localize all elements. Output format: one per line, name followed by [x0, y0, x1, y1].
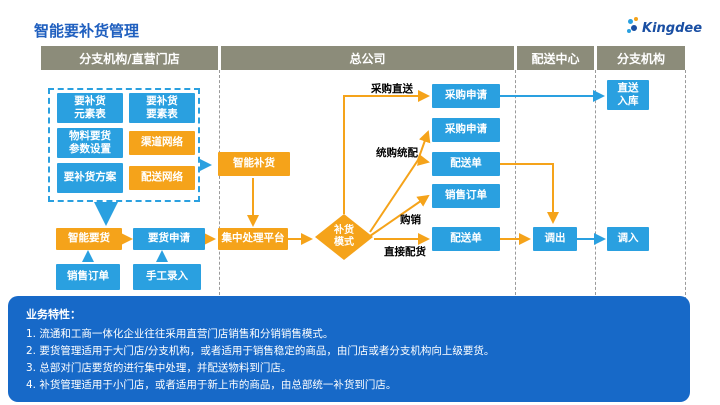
node-peisong-wangluo[interactable]: 配送网络 [129, 166, 195, 190]
kingdee-logo: Kingdee [626, 17, 710, 45]
node-zhisong-ruku[interactable]: 直送 入库 [607, 80, 649, 110]
node-yaobuhuo-yaosu[interactable]: 要补货 要素表 [129, 93, 195, 123]
page-title: 智能要补货管理 [34, 22, 140, 40]
buhuo-moshi-label: 补货 模式 [334, 225, 354, 248]
node-jizhong-pingtai[interactable]: 集中处理平台 [218, 228, 288, 250]
node-xiaoshou-dingdan-right[interactable]: 销售订单 [432, 184, 500, 208]
column-header-branch: 分支机构/直营门店 [41, 46, 218, 70]
node-yaohuo-shenqing[interactable]: 要货申请 [133, 228, 205, 250]
diamond-shape [315, 214, 373, 260]
node-peisong-dan-1[interactable]: 配送单 [432, 152, 500, 176]
logo-text: Kingdee [642, 21, 703, 36]
node-buhuo-moshi[interactable]: 补货 模式 [315, 214, 373, 260]
edge-label-goxiao: 购销 [400, 214, 421, 226]
node-zhineng-buhuo[interactable]: 智能补货 [218, 152, 290, 176]
config-group [48, 88, 200, 202]
column-header-hq: 总公司 [221, 46, 514, 70]
node-yaobuhuo-yuansu[interactable]: 要补货 元素表 [57, 93, 123, 123]
node-wuliao-canshu[interactable]: 物料要货 参数设置 [57, 128, 123, 158]
node-shougong-luru[interactable]: 手工录入 [133, 264, 201, 290]
note-item: 4. 补货管理适用于小门店，或者适用于新上市的商品，由总部统一补货到门店。 [26, 379, 397, 391]
edge-label-zhijie-peihuo: 直接配货 [384, 246, 426, 258]
node-yaobuhuo-fangan[interactable]: 要补货方案 [57, 163, 123, 193]
node-caigou-shenqing-2[interactable]: 采购申请 [432, 118, 500, 142]
node-peisong-dan-2[interactable]: 配送单 [432, 227, 500, 251]
node-zhineng-yaohuo[interactable]: 智能要货 [56, 228, 122, 250]
column-divider [685, 70, 686, 300]
node-diaoru[interactable]: 调入 [607, 227, 649, 251]
column-divider [515, 70, 516, 300]
business-notes-panel: 业务特性： 1. 流通和工商一体化企业往往采用直营门店销售和分销销售模式。 2.… [8, 296, 690, 402]
node-qudao-wangluo[interactable]: 渠道网络 [129, 131, 195, 155]
node-diaochu[interactable]: 调出 [533, 227, 577, 251]
edge-label-tonggou-fenpei: 统购统配 [376, 147, 418, 159]
note-item: 3. 总部对门店要货的进行集中处理，并配送物料到门店。 [26, 362, 292, 374]
node-xiaoshou-dingdan-left[interactable]: 销售订单 [56, 264, 120, 290]
node-caigou-shenqing-1[interactable]: 采购申请 [432, 84, 500, 108]
column-divider [219, 70, 220, 300]
notes-title: 业务特性： [26, 308, 81, 321]
note-item: 1. 流通和工商一体化企业往往采用直营门店销售和分销销售模式。 [26, 328, 334, 340]
note-item: 2. 要货管理适用于大门店/分支机构，或者适用于销售稳定的商品，由门店或者分支机… [26, 345, 495, 357]
column-divider [595, 70, 596, 300]
column-header-branch2: 分支机构 [597, 46, 685, 70]
edge-label-caigou-zhisong: 采购直送 [371, 83, 413, 95]
column-header-dc: 配送中心 [517, 46, 594, 70]
